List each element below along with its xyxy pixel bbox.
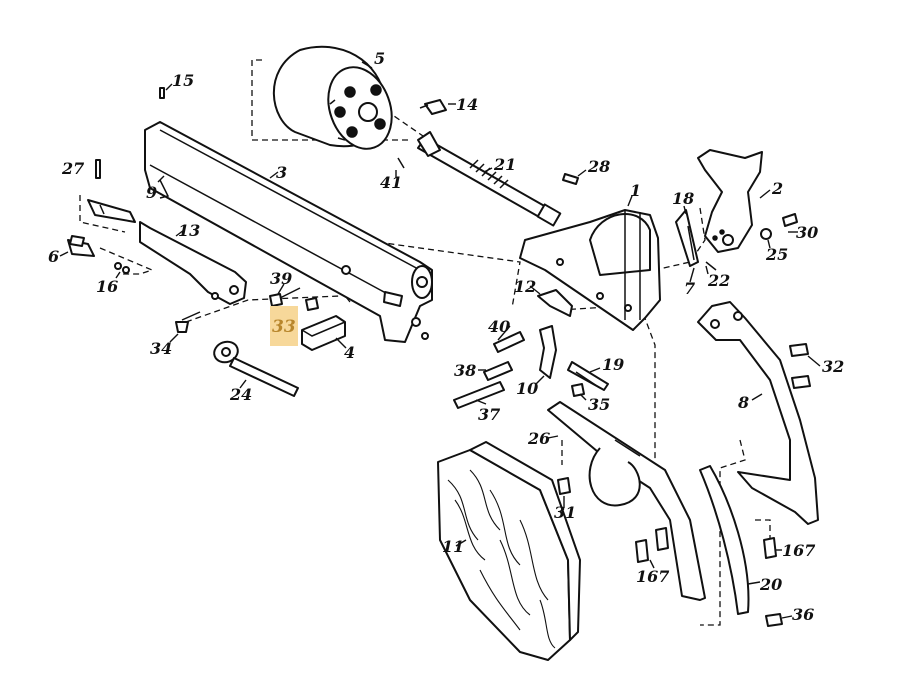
part-15-screw (159, 87, 165, 99)
label-3: 3 (276, 163, 287, 182)
label-33: 33 (272, 317, 296, 337)
highlight-box-33 (270, 306, 298, 346)
label-26: 26 (527, 429, 550, 448)
label-22: 22 (707, 271, 730, 290)
part-20-mainspring (699, 465, 750, 615)
label-1: 1 (630, 181, 641, 200)
label-10: 10 (516, 379, 538, 398)
label-12: 12 (514, 277, 536, 296)
part-5-cylinder (272, 45, 393, 150)
part-8-backstrap (697, 301, 819, 525)
part-41-pin (397, 157, 405, 169)
part-25-screw (760, 228, 772, 240)
part-10-trigger (539, 325, 557, 379)
part-11-grip (437, 441, 581, 661)
part-34-screw (175, 311, 201, 333)
label-37: 37 (478, 405, 500, 424)
label-7: 7 (684, 279, 695, 298)
part-36-screw (765, 613, 783, 627)
label-21: 21 (493, 155, 516, 174)
label-5: 5 (374, 49, 385, 68)
part-38-screw (483, 361, 513, 381)
label-13: 13 (178, 221, 200, 240)
part-32-screws (789, 343, 811, 389)
part-6-plunger (67, 235, 95, 257)
label-30: 30 (796, 223, 818, 242)
label-11: 11 (442, 537, 464, 556)
part-13-loading-lever (139, 221, 247, 305)
label-8: 8 (737, 393, 749, 412)
part-167-screws-left (635, 527, 669, 563)
part-167-screw-right (763, 537, 777, 559)
label-32: 32 (822, 357, 844, 376)
part-31-screw (557, 477, 571, 495)
part-16-screws (114, 262, 130, 274)
label-36: 36 (792, 605, 814, 624)
label-14: 14 (456, 95, 478, 114)
part-2-hammer (697, 149, 763, 253)
label-31: 31 (554, 503, 576, 522)
label-16: 16 (96, 277, 118, 296)
part-14-nipple (419, 99, 447, 115)
part-26-trigger-guard (547, 401, 706, 601)
label-34: 34 (150, 339, 172, 358)
part-21-arbor (417, 131, 562, 227)
label-24: 24 (229, 385, 252, 404)
label-15: 15 (172, 71, 194, 90)
part-40-screw (493, 331, 525, 353)
part-3-barrel (144, 121, 433, 343)
label-38: 38 (454, 361, 476, 380)
label-2: 2 (771, 179, 783, 198)
part-24-rammer (213, 340, 299, 397)
label-28: 28 (587, 157, 610, 176)
part-4-wedge (301, 315, 346, 351)
label-167-left: 167 (636, 567, 669, 586)
label-167-right: 167 (782, 541, 815, 560)
part-22-pin (705, 261, 717, 271)
label-4: 4 (344, 343, 355, 362)
part-labels: 5 15 14 41 21 28 3 27 9 13 6 16 1 2 18 3… (48, 49, 844, 624)
label-25: 25 (765, 245, 788, 264)
part-12-bolt (537, 289, 573, 317)
label-9: 9 (146, 183, 157, 202)
label-40: 40 (488, 317, 510, 336)
label-41: 41 (380, 173, 402, 192)
label-20: 20 (759, 575, 782, 594)
leader-lines (59, 61, 821, 619)
label-27: 27 (61, 159, 84, 178)
label-6: 6 (48, 247, 59, 266)
part-37-screw (453, 381, 505, 409)
part-33-screw (305, 297, 319, 311)
label-18: 18 (672, 189, 694, 208)
part-19-spring (567, 361, 609, 391)
part-1-frame (519, 209, 661, 331)
label-19: 19 (602, 355, 624, 374)
part-loading-lever-latch (87, 199, 136, 223)
part-18-spring (675, 209, 699, 267)
part-30-screw (782, 213, 798, 227)
part-28-pin (562, 173, 579, 185)
part-35-screw (571, 383, 585, 397)
label-35: 35 (588, 395, 610, 414)
label-39: 39 (270, 269, 292, 288)
part-39-screw (269, 287, 301, 307)
